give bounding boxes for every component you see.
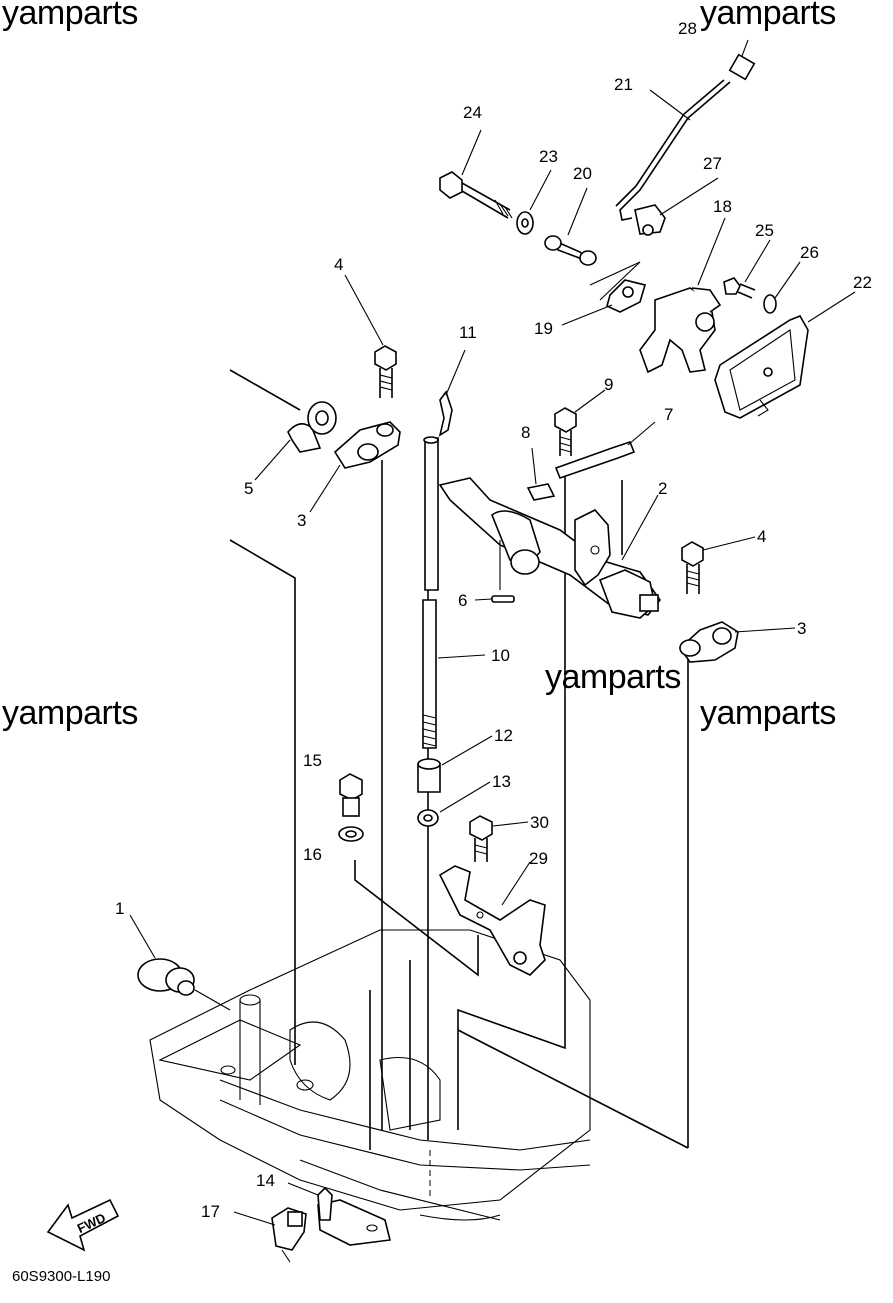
clip-part-11 xyxy=(438,390,453,437)
callout-11: 11 xyxy=(459,323,477,342)
wire-part-7 xyxy=(554,441,636,480)
callout-12: 12 xyxy=(494,726,513,745)
bolt-part-4-right xyxy=(681,541,704,594)
bolt-part-9 xyxy=(554,407,577,456)
callout-29: 29 xyxy=(529,849,548,868)
callout-6: 6 xyxy=(458,591,468,610)
callout-24: 24 xyxy=(463,103,482,122)
callout-14: 14 xyxy=(256,1171,275,1190)
callout-26: 26 xyxy=(800,243,819,262)
callout-16: 16 xyxy=(303,845,322,864)
callout-7: 7 xyxy=(664,405,674,424)
clip-part-5 xyxy=(287,401,337,453)
bolt-part-4-upper xyxy=(374,345,397,398)
watermark: yamparts xyxy=(700,694,836,732)
callout-20: 20 xyxy=(573,164,592,183)
shift-shaft-part-2 xyxy=(438,477,662,619)
shift-rod-part-21 xyxy=(615,53,756,221)
fwd-arrow-icon: FWD xyxy=(46,1198,120,1252)
bolt-part-15 xyxy=(339,773,363,817)
diagram-code: 60S9300-L190 xyxy=(12,1268,111,1285)
leader-lines xyxy=(129,39,856,1226)
callout-5: 5 xyxy=(244,479,254,498)
callout-9: 9 xyxy=(604,375,614,394)
callout-18: 18 xyxy=(713,197,732,216)
callout-27: 27 xyxy=(703,154,722,173)
bracket-part-3-left xyxy=(333,421,401,469)
clamp-part-17 xyxy=(271,1207,307,1263)
washer-part-23 xyxy=(516,211,534,235)
watermark: yamparts xyxy=(2,0,138,32)
watermark: yamparts xyxy=(2,694,138,732)
callout-10: 10 xyxy=(491,646,510,665)
callout-13: 13 xyxy=(492,772,511,791)
callout-21: 21 xyxy=(614,75,633,94)
callout-17: 17 xyxy=(201,1202,220,1221)
washer-part-16 xyxy=(338,826,364,842)
callout-1: 1 xyxy=(115,899,125,918)
callout-4: 4 xyxy=(757,527,767,546)
plate-part-22 xyxy=(714,314,809,419)
callout-25: 25 xyxy=(755,221,774,240)
plate-part-8 xyxy=(526,483,556,501)
pin-part-6 xyxy=(491,595,515,603)
lever-part-19 xyxy=(589,261,647,313)
watermark: yamparts xyxy=(700,0,836,32)
bolt-part-25 xyxy=(723,277,756,299)
rod-part-10 xyxy=(422,436,439,749)
plate-part-14 xyxy=(317,1186,391,1246)
callout-2: 2 xyxy=(658,479,668,498)
callout-8: 8 xyxy=(521,423,531,442)
callout-19: 19 xyxy=(534,319,553,338)
callout-22: 22 xyxy=(853,273,872,292)
bracket-part-18 xyxy=(639,287,722,374)
bracket-part-3-right xyxy=(678,621,739,663)
callout-3: 3 xyxy=(797,619,807,638)
bolt-part-24 xyxy=(439,171,513,219)
grommet-part-1 xyxy=(137,958,231,1011)
sleeve-part-12 xyxy=(417,758,441,793)
watermark: yamparts xyxy=(545,658,681,696)
collar-part-20 xyxy=(544,235,597,266)
callout-28: 28 xyxy=(678,19,697,38)
engine-base-housing xyxy=(149,929,591,1221)
bracket-part-29 xyxy=(438,865,546,976)
bolt-part-30 xyxy=(469,815,493,862)
washer-part-13 xyxy=(417,809,439,827)
callout-3: 3 xyxy=(297,511,307,530)
joint-part-27 xyxy=(634,204,666,236)
callout-15: 15 xyxy=(303,751,322,770)
washer-part-26 xyxy=(763,294,777,314)
callout-4: 4 xyxy=(334,255,344,274)
callout-30: 30 xyxy=(530,813,549,832)
callout-23: 23 xyxy=(539,147,558,166)
reference-lines xyxy=(229,369,689,1150)
